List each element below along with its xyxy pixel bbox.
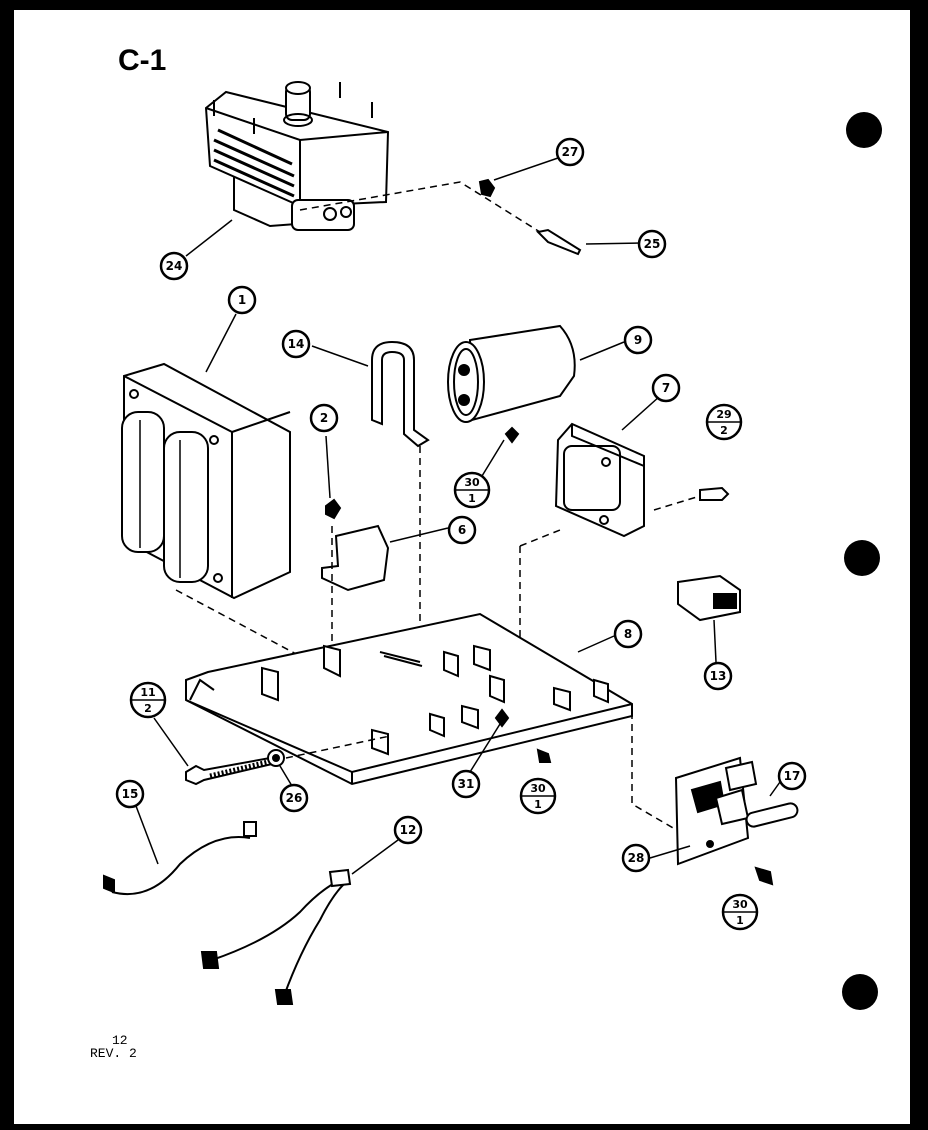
diagram-title: C-1 xyxy=(118,44,167,77)
callout-29-num: 29 xyxy=(716,408,731,421)
connector-part xyxy=(677,574,741,663)
fuse-holder-part xyxy=(649,756,799,886)
callout-9: 9 xyxy=(634,333,642,347)
wire-harness-12 xyxy=(200,839,399,1005)
callout-30-den: 1 xyxy=(468,492,476,505)
capacitor-bracket-part xyxy=(311,340,430,660)
callout-24: 24 xyxy=(166,259,183,273)
capacitor-part xyxy=(447,324,625,444)
callout-30-num: 30 xyxy=(530,782,546,795)
page-number: 12 xyxy=(112,1033,128,1048)
connector-hardware xyxy=(299,157,641,256)
callout-11-den: 2 xyxy=(144,702,152,715)
callout-30-num: 30 xyxy=(732,898,748,911)
callout-12: 12 xyxy=(400,823,417,837)
diagram-page: 24 27 25 1 14 9 7 2 6 8 13 15 26 31 12 1… xyxy=(14,10,910,1124)
callout-27: 27 xyxy=(562,145,579,159)
callout-28: 28 xyxy=(628,851,645,865)
callout-14: 14 xyxy=(288,337,305,351)
callout-30-den: 1 xyxy=(736,914,744,927)
binder-hole xyxy=(842,974,878,1010)
plate-screws xyxy=(469,708,552,773)
footer: 12 REV. 2 xyxy=(90,1034,137,1060)
callout-1: 1 xyxy=(238,293,246,307)
small-bracket-part xyxy=(321,435,449,646)
callout-31: 31 xyxy=(458,777,475,791)
callout-30-den: 1 xyxy=(534,798,542,811)
transformer-part xyxy=(121,313,361,689)
callout-13: 13 xyxy=(710,669,727,683)
callout-7: 7 xyxy=(662,381,670,395)
callout-6: 6 xyxy=(458,523,466,537)
callout-17: 17 xyxy=(784,769,801,783)
noise-filter-part xyxy=(519,395,730,680)
callout-11-num: 11 xyxy=(140,686,155,699)
callout-15: 15 xyxy=(122,787,139,801)
binder-hole xyxy=(844,540,880,576)
revision-label: REV. 2 xyxy=(90,1046,137,1061)
base-plate-part xyxy=(185,612,681,833)
wire-lead-15 xyxy=(103,805,257,896)
callout-29-den: 2 xyxy=(720,424,728,437)
callout-26: 26 xyxy=(286,791,303,805)
callout-25: 25 xyxy=(644,237,661,251)
binder-hole xyxy=(846,112,882,148)
callout-2: 2 xyxy=(320,411,328,425)
magnetron-part xyxy=(185,81,390,257)
screw-and-washer xyxy=(153,717,293,787)
callout-30-num: 30 xyxy=(464,476,480,489)
exploded-view-diagram: 24 27 25 1 14 9 7 2 6 8 13 15 26 31 12 1… xyxy=(103,81,882,1010)
callout-8: 8 xyxy=(624,627,632,641)
